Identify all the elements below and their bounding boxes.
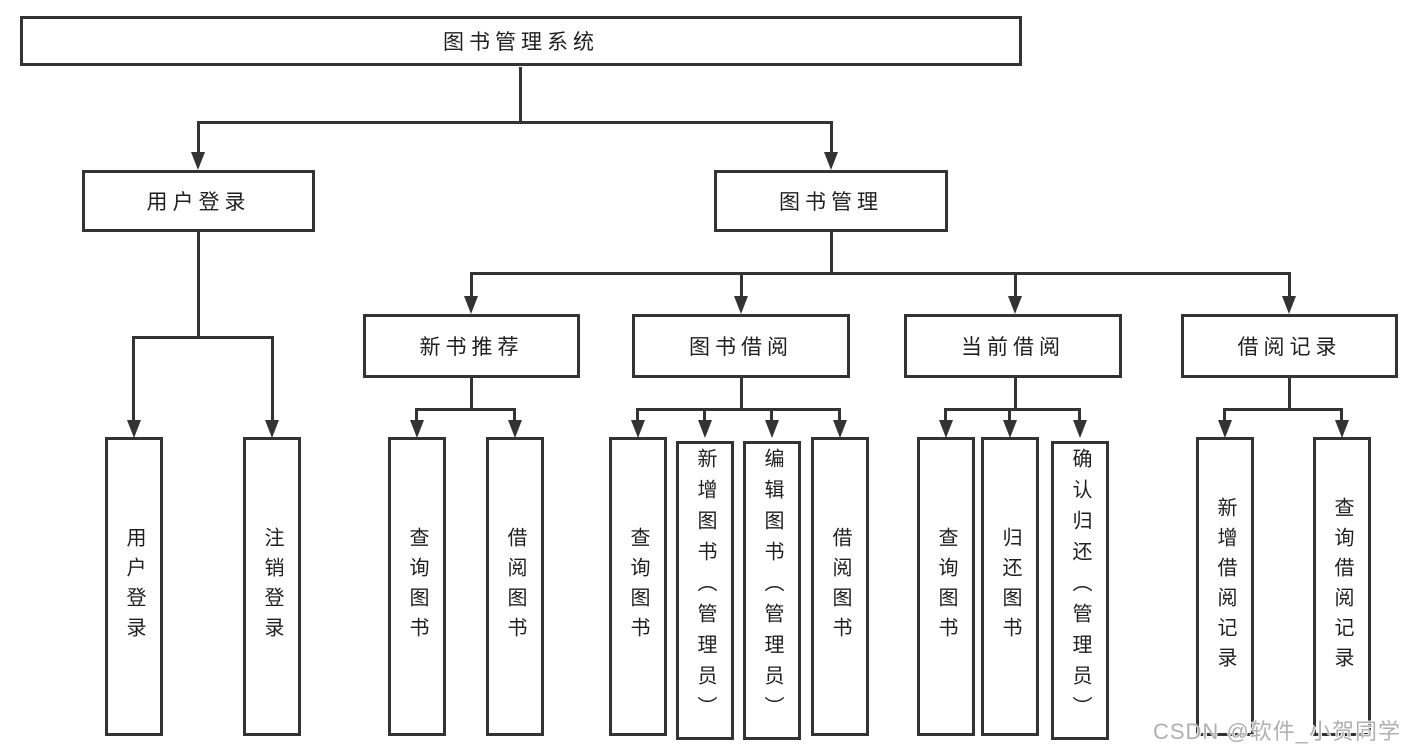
node-label: 图书管理 [779,191,883,214]
node-current-borrowing: 当前借阅 [904,314,1122,378]
connector-line-vertical [1340,411,1343,422]
arrowhead-down-icon [1073,420,1087,438]
leaf-label: 注销登录 [261,526,283,647]
leaf-label: 借阅图书 [504,526,526,647]
node-new-book-recommendation: 新书推荐 [363,314,580,378]
arrowhead-down-icon [127,420,141,438]
node-label: 借阅记录 [1237,336,1342,359]
leaf-label: 查询图书 [627,526,649,647]
connector-line-vertical [1288,275,1291,298]
connector-line-vertical [1014,275,1017,298]
arrowhead-down-icon [508,420,522,438]
arrowhead-down-icon [734,296,748,314]
connector-line-vertical [197,124,200,154]
leaf-confirm-return-admin: 确认归还（管理员） [1051,441,1109,740]
node-label: 图书借阅 [689,336,793,359]
arrowhead-down-icon [191,152,205,170]
connector-line-horizontal [415,408,516,411]
leaf-query-books-borrowing: 查询图书 [609,437,667,736]
leaf-user-login: 用户登录 [105,437,163,736]
leaf-label: 新增借阅记录 [1214,496,1236,677]
connector-line-vertical [838,411,841,422]
leaf-label: 用户登录 [123,526,145,647]
leaf-label: 查询图书 [935,526,957,647]
node-borrowing-records: 借阅记录 [1181,314,1398,378]
leaf-query-books-current: 查询图书 [917,437,975,736]
arrowhead-down-icon [410,420,424,438]
node-library-management-system: 图书管理系统 [20,16,1022,66]
connector-line-vertical [740,378,743,411]
connector-line-vertical [636,411,639,422]
connector-line-vertical [770,411,773,422]
node-label: 用户登录 [146,191,251,214]
leaf-query-borrow-record: 查询借阅记录 [1313,437,1371,736]
connector-line-vertical [740,275,743,298]
connector-line-vertical [1223,411,1226,422]
arrowhead-down-icon [631,420,645,438]
leaf-label: 查询图书 [406,526,428,647]
connector-line-vertical [271,339,274,422]
leaf-add-books-admin: 新增图书（管理员） [676,441,734,740]
leaf-label: 借阅图书 [829,526,851,647]
arrowhead-down-icon [1218,420,1232,438]
connector-line-vertical [415,411,418,422]
connector-line-vertical [519,67,522,124]
connector-line-horizontal [636,408,841,411]
arrowhead-down-icon [1282,296,1296,314]
arrowhead-down-icon [765,420,779,438]
arrowhead-down-icon [1335,420,1349,438]
node-label: 图书管理系统 [443,31,599,54]
connector-line-vertical [830,232,833,275]
csdn-watermark: CSDN @软件_小贺同学 [1152,719,1401,744]
connector-line-horizontal [944,408,1081,411]
connector-line-vertical [944,411,947,422]
leaf-label: 新增图书（管理员） [694,448,716,727]
connector-line-vertical [470,275,473,298]
connector-line-vertical [1288,378,1291,411]
arrowhead-down-icon [265,420,279,438]
leaf-query-books-recommend: 查询图书 [388,437,446,736]
leaf-borrow-books-recommend: 借阅图书 [486,437,544,736]
arrowhead-down-icon [1008,296,1022,314]
arrowhead-down-icon [464,296,478,314]
leaf-label: 确认归还（管理员） [1069,448,1091,727]
node-book-management: 图书管理 [714,170,948,232]
connector-line-vertical [197,232,200,339]
arrowhead-down-icon [1003,420,1017,438]
connector-line-vertical [513,411,516,422]
leaf-logout: 注销登录 [243,437,301,736]
connector-line-horizontal [470,272,1291,275]
connector-line-vertical [703,411,706,422]
node-user-login: 用户登录 [82,170,315,232]
connector-line-horizontal [132,336,274,339]
leaf-edit-books-admin: 编辑图书（管理员） [743,441,801,740]
leaf-return-books: 归还图书 [981,437,1039,736]
leaf-add-borrow-record: 新增借阅记录 [1196,437,1254,736]
connector-line-vertical [1014,378,1017,411]
leaf-label: 编辑图书（管理员） [761,448,783,727]
connector-line-vertical [1078,411,1081,422]
arrowhead-down-icon [698,420,712,438]
arrowhead-down-icon [824,152,838,170]
node-book-borrowing: 图书借阅 [632,314,850,378]
connector-line-vertical [132,339,135,422]
connector-line-horizontal [197,121,833,124]
connector-line-vertical [830,124,833,154]
leaf-label: 归还图书 [999,526,1021,647]
leaf-borrow-books-borrowing: 借阅图书 [811,437,869,736]
node-label: 新书推荐 [419,336,524,359]
connector-line-vertical [1008,411,1011,422]
leaf-label: 查询借阅记录 [1331,496,1353,677]
node-label: 当前借阅 [961,336,1065,359]
connector-line-horizontal [1223,408,1343,411]
connector-line-vertical [470,378,473,411]
arrowhead-down-icon [833,420,847,438]
arrowhead-down-icon [939,420,953,438]
